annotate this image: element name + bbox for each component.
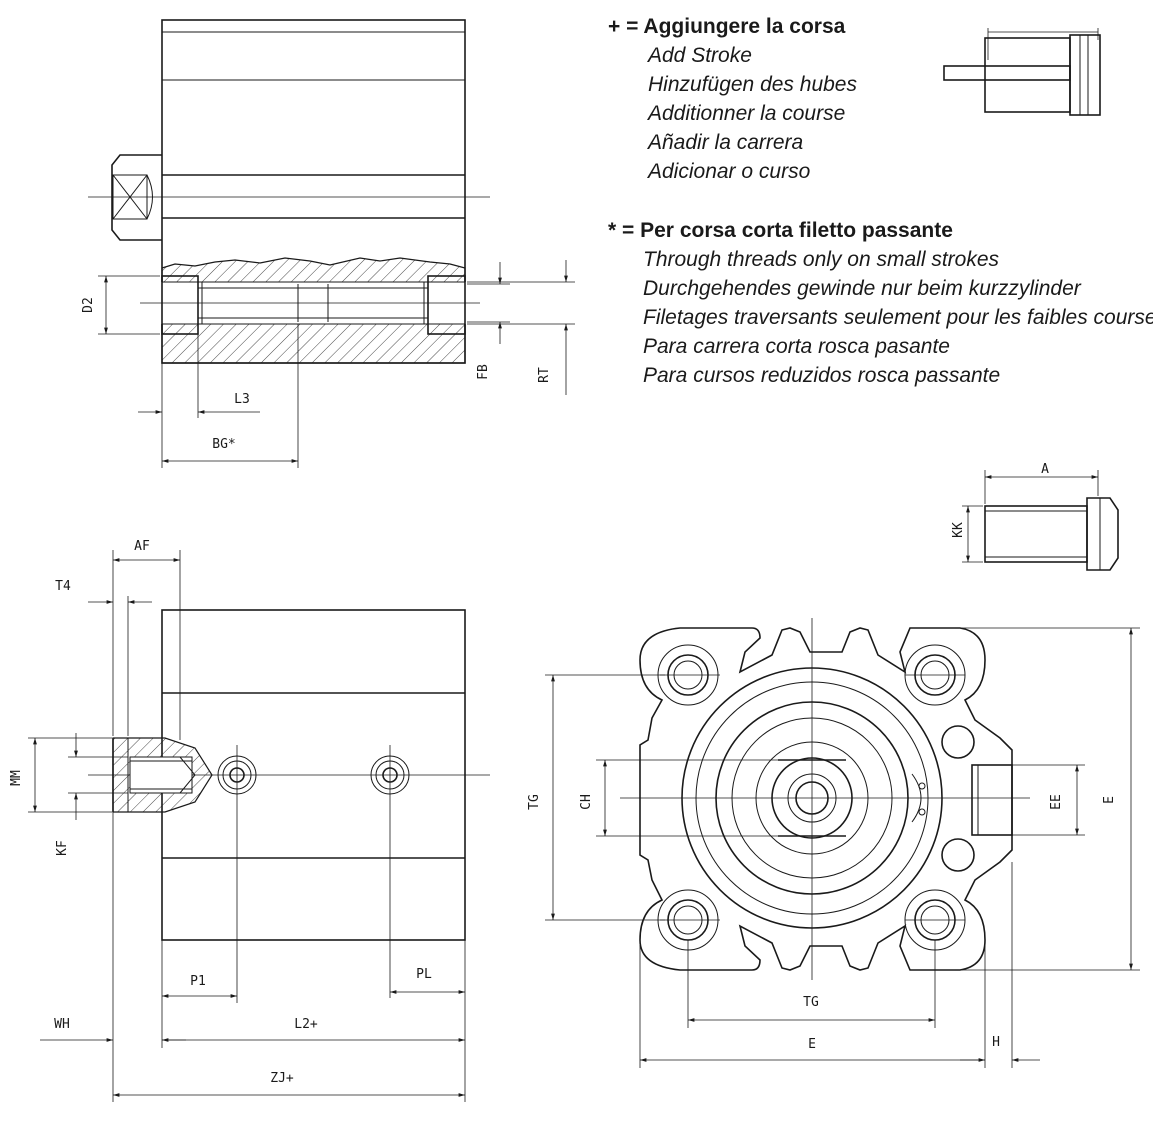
side-view [28,550,490,1102]
stroke-note-translation: Additionner la course [648,102,846,125]
thread-note-translation: Durchgehendes gewinde nur beim kurzzylin… [643,277,1081,300]
port-boss [111,154,162,241]
dim-label-ch: CH [579,794,594,810]
dim-label-p1: P1 [190,974,206,989]
dim-label-h: H [992,1035,1000,1050]
dim-label-tg-horizontal: TG [803,995,819,1010]
stroke-note-translation: Hinzufügen des hubes [648,73,857,96]
side-section-view [88,19,575,468]
dim-label-wh: WH [54,1017,70,1032]
dim-label-kf: KF [55,840,70,856]
stroke-note: + = Aggiungere la corsa Add Stroke Hinzu… [608,12,857,186]
stroke-note-symbol: + [608,15,621,38]
thread-note-title: * = Per corsa corta filetto passante [608,219,953,242]
thread-note-translation: Para cursos reduzidos rosca passante [643,364,1001,387]
stroke-note-translation: Añadir la carrera [648,131,804,154]
dimension-labels: D2 L3 BG* FB RT A KK AF T4 MM KF P1 PL W… [9,297,1117,1086]
front-view [545,618,1140,1068]
dim-label-d2: D2 [81,297,96,313]
dim-label-mm: MM [9,770,24,786]
stroke-note-translation: Add Stroke [648,44,752,67]
rod-end-view [962,470,1119,571]
dim-label-tg-vertical: TG [527,794,542,810]
dim-label-l3: L3 [234,392,250,407]
dim-label-a: A [1041,462,1049,477]
dim-label-rt: RT [537,367,552,383]
stroke-icon [943,28,1101,116]
thread-note-translation: Para carrera corta rosca pasante [643,335,950,358]
thread-note-symbol: * [608,219,617,242]
thread-note-translation: Filetages traversants seulement pour les… [643,306,1153,329]
dim-label-kk: KK [951,522,966,538]
stroke-note-title: + = Aggiungere la corsa [608,15,846,38]
dim-label-fb: FB [476,364,491,380]
corner-bolts [657,644,966,951]
dim-label-e-horizontal: E [808,1037,816,1052]
dim-label-af: AF [134,539,150,554]
dim-label-l2: L2+ [294,1017,318,1032]
dim-label-ee: EE [1049,794,1064,810]
thread-note-translation: Through threads only on small strokes [643,248,1000,271]
dim-label-zj: ZJ+ [270,1071,294,1086]
dim-label-bg: BG* [212,437,235,452]
dim-label-t4: T4 [55,579,71,594]
stroke-note-translation: Adicionar o curso [648,160,811,183]
dim-label-pl: PL [416,967,432,982]
dim-label-e-vertical: E [1102,796,1117,804]
thread-note: * = Per corsa corta filetto passante Thr… [608,216,1153,390]
